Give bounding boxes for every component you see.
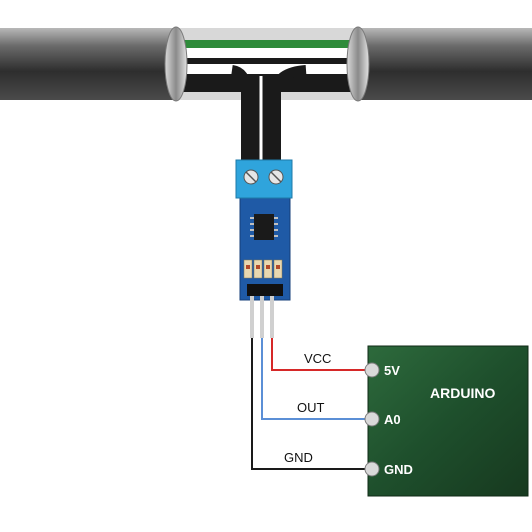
screw-slot [245, 171, 257, 183]
screw-slot-2 [270, 171, 282, 183]
out-wire-label: OUT [297, 400, 325, 415]
pin-a0-label: A0 [384, 412, 401, 427]
pipe [0, 26, 532, 102]
sensor-band-black [176, 58, 358, 64]
ic-chip [254, 214, 274, 240]
out-wire [261, 338, 372, 420]
pin-5v-connector[interactable] [364, 362, 380, 378]
sensor-band-white [176, 48, 358, 58]
vcc-wire [271, 338, 372, 371]
sensor-band-white-2 [176, 64, 358, 74]
pin-gnd-connector[interactable] [364, 461, 380, 477]
board-pcb [367, 345, 529, 497]
header-pins [250, 296, 274, 338]
pin-a0-connector[interactable] [364, 411, 380, 427]
module-pcb [239, 195, 291, 301]
sensor-module [235, 159, 293, 338]
pin-gnd-label: GND [384, 462, 413, 477]
wires: VCC OUT GND [251, 338, 372, 470]
pin-5v-label: 5V [384, 363, 400, 378]
gnd-wire [251, 338, 372, 470]
sensor-band-green [176, 40, 358, 48]
pipe-ring-right [346, 26, 370, 102]
pin-header [247, 284, 283, 296]
board-title: ARDUINO [430, 385, 495, 401]
vcc-wire-label: VCC [304, 351, 331, 366]
arduino-board: ARDUINO 5V A0 GND [364, 345, 529, 497]
chip-pins [250, 217, 278, 237]
gnd-wire-label: GND [284, 450, 313, 465]
smd-resistors [243, 259, 283, 279]
pipe-ring-left [164, 26, 188, 102]
sensor-cable [230, 65, 307, 162]
